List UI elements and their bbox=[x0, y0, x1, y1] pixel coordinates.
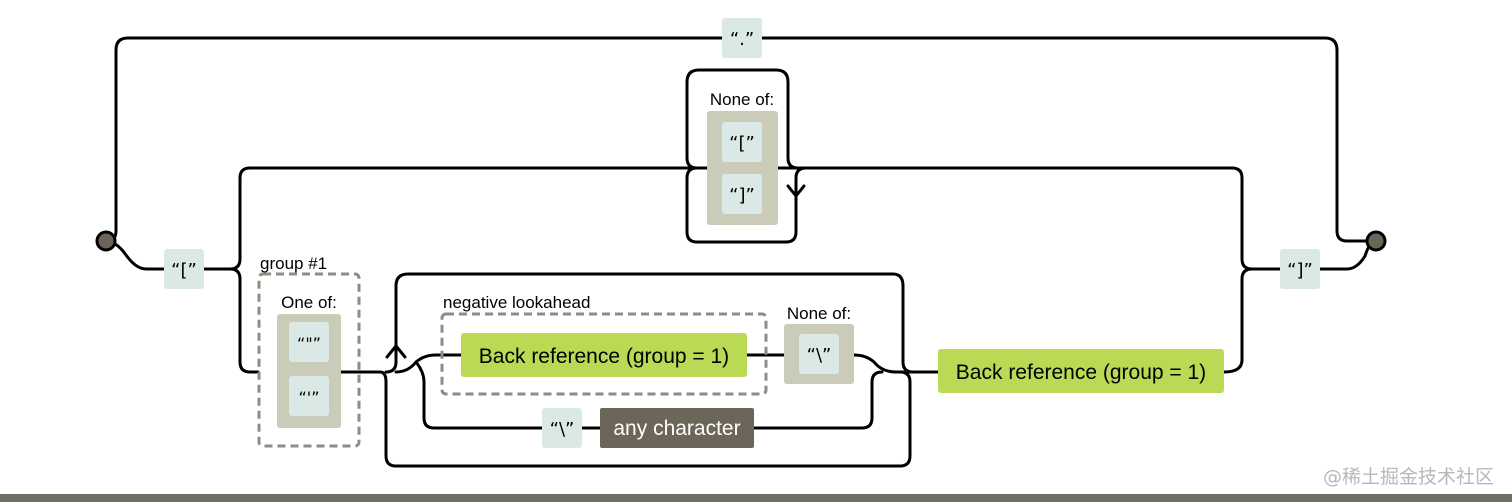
connector-lines bbox=[104, 36, 1377, 468]
literal-dot: “.” bbox=[722, 18, 762, 58]
literal-dot-label: “.” bbox=[730, 29, 754, 50]
literal-escape-backslash: “\” bbox=[542, 408, 582, 448]
wire-repeat-loop-top bbox=[384, 272, 940, 374]
wire-none-of-repeat bbox=[685, 166, 808, 244]
watermark: @稀土掘金技术社区 bbox=[1322, 466, 1494, 488]
none-of-item-close-bracket: “]” bbox=[729, 185, 755, 206]
negative-lookahead: negative lookahead Back reference (group… bbox=[440, 293, 768, 396]
literal-close-bracket: “]” bbox=[1280, 249, 1320, 289]
wire-none-of-loop bbox=[685, 68, 800, 170]
any-character: any character bbox=[600, 408, 754, 448]
none-of-brackets-label: None of: bbox=[710, 90, 774, 109]
literal-open-bracket-label: “[” bbox=[171, 260, 197, 281]
negative-lookahead-label: negative lookahead bbox=[443, 293, 590, 312]
end-node bbox=[1365, 230, 1387, 252]
wire-alt-b bbox=[414, 360, 544, 430]
none-of-brackets: None of: “[” “]” bbox=[707, 90, 778, 225]
repeat-arrow-top bbox=[786, 184, 806, 198]
one-of-item-single-quote: “'” bbox=[299, 388, 320, 407]
none-of-item-open-bracket: “[” bbox=[729, 133, 755, 154]
wire-alt-a-out bbox=[852, 353, 915, 374]
wire-repeat-loop-bottom bbox=[378, 370, 912, 468]
wire-dot-bypass bbox=[104, 36, 1377, 243]
final-backref-label: Back reference (group = 1) bbox=[956, 361, 1206, 384]
wire-alt-b-out bbox=[752, 370, 884, 430]
group-1-label: group #1 bbox=[260, 254, 327, 273]
one-of-item-double-quote: “"” bbox=[297, 334, 321, 353]
literal-close-bracket-label: “]” bbox=[1287, 260, 1313, 281]
bottom-bar bbox=[0, 494, 1512, 502]
wire-lower-branch bbox=[228, 267, 260, 374]
start-node bbox=[95, 230, 117, 252]
literal-open-bracket: “[” bbox=[164, 249, 204, 289]
wire-upper-branch bbox=[228, 166, 1282, 271]
none-of-backslash: None of: “\” bbox=[784, 304, 854, 384]
capture-group-1: group #1 One of: “"” “'” bbox=[257, 254, 361, 448]
literal-escape-backslash-label: “\” bbox=[550, 419, 575, 440]
none-of-backslash-label: None of: bbox=[787, 304, 851, 323]
repeat-arrow-lower bbox=[385, 344, 407, 359]
none-of-backslash-item: “\” bbox=[807, 345, 832, 366]
wire-final-join bbox=[1222, 267, 1254, 374]
final-back-reference: Back reference (group = 1) bbox=[938, 349, 1224, 393]
lookahead-backref-label: Back reference (group = 1) bbox=[479, 345, 729, 368]
one-of-label: One of: bbox=[281, 293, 337, 312]
any-character-label: any character bbox=[613, 417, 740, 440]
